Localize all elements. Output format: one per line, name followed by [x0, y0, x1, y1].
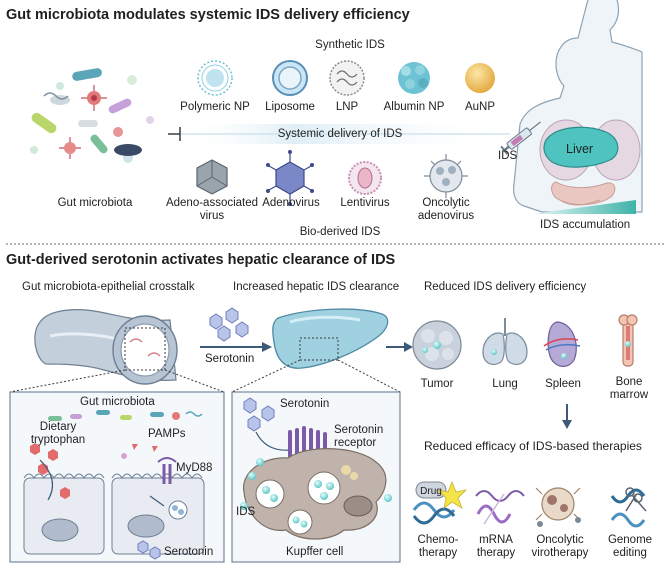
synthetic-item-aunp: AuNP [464, 101, 496, 113]
aav-icon [196, 159, 228, 195]
drug-tag-label: Drug [420, 486, 442, 497]
systemic-delivery-label: Systemic delivery of IDS [277, 128, 403, 140]
inset-pamps-label: PAMPs [148, 428, 186, 440]
therapy-label-chemotherapy: Chemo- therapy [417, 534, 459, 559]
oncolytic-adenovirus-icon [424, 154, 468, 198]
oncolytic-virotherapy-icon [535, 487, 581, 527]
organ-label-tumor: Tumor [420, 378, 454, 390]
inset-gut-microbiota-label: Gut microbiota [80, 396, 155, 408]
systemic-delivery-inhibition-arrow [168, 124, 510, 144]
ids-accumulation-label: IDS accumulation [540, 219, 631, 231]
syringe-icon [500, 121, 541, 155]
zoom-lines-gut [9, 369, 225, 393]
gut-microbiota-illustration [30, 68, 154, 163]
human-body-illustration [513, 0, 643, 213]
lentivirus-icon [348, 161, 382, 195]
organ-label-lung: Lung [492, 378, 518, 390]
bio-item-aav: Adeno-associated virus [165, 197, 259, 222]
liver-label: Liver [566, 142, 594, 156]
aunp-icon [465, 63, 495, 93]
organ-label-bone-marrow: Bone marrow [609, 376, 649, 401]
inset-liver-serotonin-label: Serotonin [280, 398, 330, 410]
chemotherapy-icon [412, 480, 468, 525]
bio-item-oncolytic-adenovirus: Oncolytic adenovirus [417, 197, 475, 222]
lung-icon [482, 318, 528, 365]
synthetic-ids-label: Synthetic IDS [315, 39, 385, 51]
gut-microbiota-label: Gut microbiota [57, 197, 133, 209]
adenovirus-icon [266, 150, 314, 206]
bottom-panel-title: Gut-derived serotonin activates hepatic … [6, 252, 396, 268]
therapy-label-oncolytic-virotherapy: Oncolytic virotherapy [531, 534, 589, 559]
inset-dietary-tryptophan-label: Dietary tryptophan [30, 421, 86, 446]
organ-label-spleen: Spleen [545, 378, 581, 390]
liver-illustration [272, 308, 389, 369]
arrow-gut-to-liver [200, 342, 272, 352]
genome-editing-icon [610, 487, 647, 528]
inset-serotonin-receptor-label: Serotonin receptor [334, 424, 384, 449]
serotonin-arrow-label: Serotonin [205, 353, 255, 365]
inset-myd88-label: MyD88 [176, 462, 213, 474]
bone-marrow-icon [618, 314, 638, 367]
arrow-liver-to-organs [386, 342, 413, 352]
hepatic-clearance-label: Increased hepatic IDS clearance [233, 281, 400, 293]
mrna-therapy-icon [475, 490, 525, 525]
reduced-delivery-label: Reduced IDS delivery efficiency [424, 281, 587, 293]
arrow-to-therapies [562, 404, 572, 429]
bio-item-adenovirus: Adenovirus [262, 197, 320, 209]
inset-serotonin-label: Serotonin [164, 546, 214, 558]
zoom-lines-liver [231, 359, 401, 393]
therapy-label-mrna: mRNA therapy [476, 534, 516, 559]
liposome-icon [272, 60, 308, 96]
therapies-label: Reduced efficacy of IDS-based therapies [424, 439, 642, 453]
therapy-label-genome-editing: Genome editing [607, 534, 653, 559]
spleen-icon [543, 321, 581, 367]
bio-derived-ids-label: Bio-derived IDS [299, 226, 381, 238]
serotonin-molecules-icon [209, 307, 249, 342]
polymeric-np-icon [197, 60, 233, 96]
inset-kupffer-cell-label: Kupffer cell [286, 546, 344, 558]
synthetic-item-liposome: Liposome [265, 101, 315, 113]
top-panel-title: Gut microbiota modulates systemic IDS de… [6, 7, 410, 23]
synthetic-item-albumin-np: Albumin NP [383, 101, 445, 113]
intestine-illustration [34, 309, 178, 385]
kupffer-inset [231, 391, 401, 563]
albumin-np-icon [398, 62, 430, 94]
bio-item-lentivirus: Lentivirus [340, 197, 390, 209]
synthetic-item-lnp: LNP [335, 101, 359, 113]
gut-epithelium-inset [9, 391, 225, 563]
tumor-icon [412, 320, 462, 370]
inset-ids-label: IDS [236, 506, 256, 518]
ids-accumulation-wedge [532, 200, 636, 214]
synthetic-item-polymeric-np: Polymeric NP [180, 101, 250, 113]
ids-label: IDS [498, 150, 518, 162]
lnp-icon [329, 60, 365, 96]
crosstalk-label: Gut microbiota-epithelial crosstalk [22, 281, 195, 293]
